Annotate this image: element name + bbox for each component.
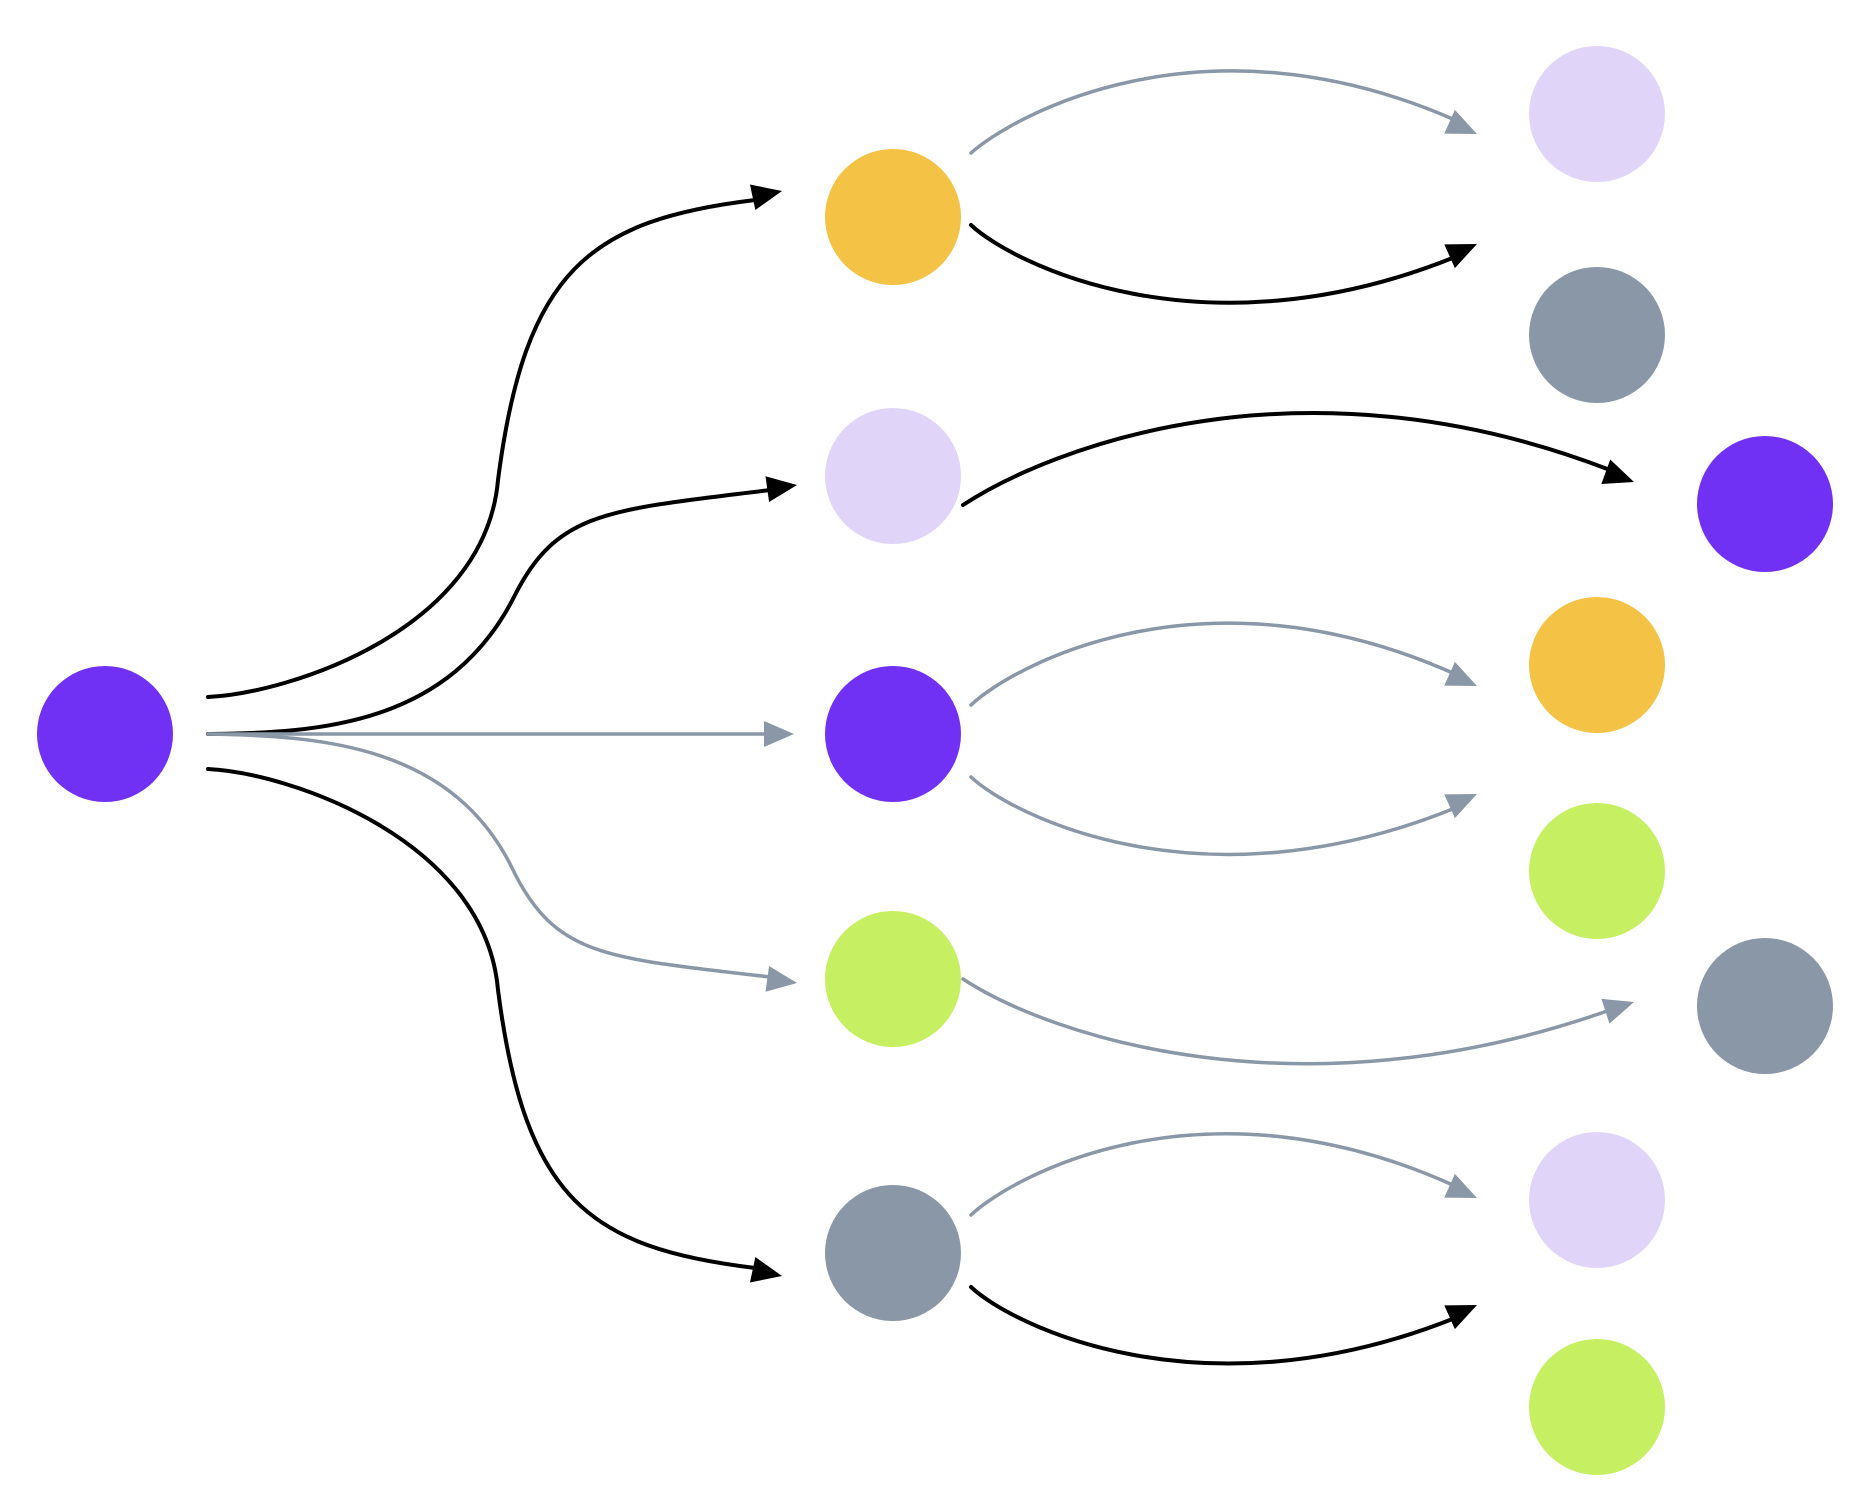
- node-leaf-lime-2: [1529, 1339, 1665, 1475]
- edge-level1-slate-to-leaf-lime-2: [969, 1285, 1477, 1366]
- edge-line: [206, 732, 772, 979]
- edge-level1-yellow-to-leaf-slate-1: [969, 223, 1477, 305]
- edge-level1-lime-to-leaf-slate-2: [961, 977, 1634, 1066]
- node-level1-slate: [825, 1185, 961, 1321]
- nodes-layer: [37, 46, 1833, 1475]
- edges-layer: [206, 69, 1634, 1366]
- edge-line: [969, 775, 1457, 857]
- node-level1-yellow: [825, 149, 961, 285]
- edge-line: [969, 1131, 1457, 1217]
- arrowhead-icon: [1444, 109, 1477, 134]
- arrowhead-icon: [764, 721, 794, 747]
- arrowhead-icon: [1444, 661, 1477, 686]
- edge-level1-slate-to-leaf-lavender-2: [969, 1131, 1477, 1217]
- edge-line: [206, 198, 757, 699]
- node-level1-purple: [825, 666, 961, 802]
- edge-level1-yellow-to-leaf-lavender-1: [969, 69, 1477, 155]
- arrowhead-icon: [1444, 794, 1477, 819]
- arrowhead-icon: [1444, 1305, 1477, 1330]
- node-leaf-yellow: [1529, 597, 1665, 733]
- edge-level1-lavender-to-leaf-purple: [961, 411, 1634, 507]
- arrowhead-icon: [1601, 998, 1634, 1024]
- arrowhead-icon: [1444, 244, 1477, 269]
- edge-line: [969, 69, 1457, 155]
- arrowhead-icon: [1444, 1173, 1477, 1198]
- node-leaf-slate-2: [1697, 938, 1833, 1074]
- arrowhead-icon: [765, 476, 797, 503]
- edge-line: [206, 767, 757, 1270]
- node-leaf-lavender-2: [1529, 1132, 1665, 1268]
- edge-level1-purple-to-leaf-lime-1: [969, 775, 1477, 857]
- arrowhead-icon: [749, 184, 782, 210]
- node-leaf-lavender-1: [1529, 46, 1665, 182]
- node-level1-lime: [825, 911, 961, 1047]
- edge-line: [961, 411, 1612, 507]
- arrowhead-icon: [1601, 459, 1634, 484]
- edge-line: [969, 1285, 1457, 1366]
- node-level1-lavender: [825, 408, 961, 544]
- edge-line: [969, 223, 1457, 305]
- arrowhead-icon: [749, 1257, 782, 1283]
- edge-root-to-level1-purple: [206, 721, 794, 747]
- node-leaf-lime-1: [1529, 803, 1665, 939]
- edge-line: [961, 977, 1612, 1066]
- edge-root-to-level1-lime: [206, 732, 797, 992]
- edge-root-to-level1-yellow: [206, 184, 782, 699]
- node-root: [37, 666, 173, 802]
- edge-root-to-level1-lavender: [206, 476, 797, 736]
- edge-level1-purple-to-leaf-yellow: [969, 621, 1477, 707]
- node-leaf-purple: [1697, 436, 1833, 572]
- arrowhead-icon: [765, 965, 797, 992]
- edge-root-to-level1-slate: [206, 767, 782, 1283]
- node-leaf-slate-1: [1529, 267, 1665, 403]
- edge-line: [969, 621, 1457, 707]
- edge-line: [206, 488, 772, 736]
